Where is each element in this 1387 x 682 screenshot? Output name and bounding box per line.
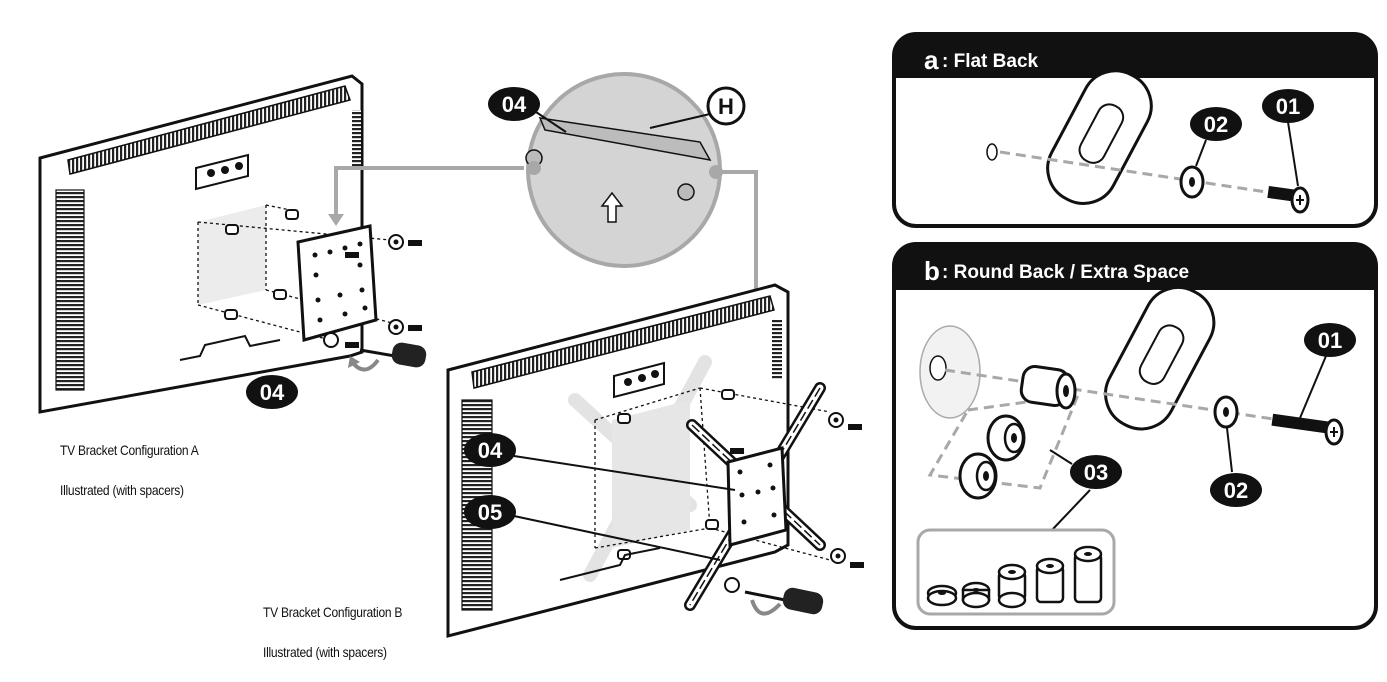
panel-a-letter: a — [924, 45, 939, 75]
panel-a-title: : Flat Back — [942, 51, 1039, 72]
callout-h: H — [649, 86, 746, 129]
spacer-icon — [958, 452, 998, 500]
rotation-arrow-icon — [750, 599, 782, 616]
svg-text:04: 04 — [260, 380, 285, 405]
callout-03: 03 — [1049, 449, 1122, 531]
callout-01-b: 01 — [1299, 323, 1356, 419]
installation-diagram: 04 04 H — [38, 32, 1378, 660]
svg-text:H: H — [718, 94, 734, 119]
callout-02-b: 02 — [1210, 427, 1262, 507]
tv-b-back — [446, 283, 831, 638]
caption-config-a: TV Bracket Configuration A Illustrated (… — [60, 420, 199, 520]
svg-text:03: 03 — [1084, 460, 1108, 485]
caption-config-b-line1: TV Bracket Configuration B — [263, 604, 403, 620]
spacer-icon — [1019, 365, 1077, 410]
up-arrow-icon — [600, 191, 624, 223]
callout-05: 05 — [464, 495, 721, 561]
screw-icon — [724, 412, 864, 593]
panel-b-round-back: b : Round Back / Extra Space — [892, 242, 1378, 630]
diagram-canvas: 04 04 H — [38, 32, 1378, 638]
svg-text:05: 05 — [478, 500, 502, 525]
panel-b-title: : Round Back / Extra Space — [942, 262, 1189, 283]
spacer-icon — [224, 209, 299, 320]
caption-config-a-line1: TV Bracket Configuration A — [60, 442, 199, 458]
screwdriver-icon — [359, 342, 427, 368]
spacer-kit — [916, 528, 1116, 616]
screw-icon — [1267, 185, 1310, 214]
svg-text:01: 01 — [1276, 94, 1300, 119]
callout-04-a: 04 — [246, 375, 298, 409]
svg-text:02: 02 — [1204, 112, 1228, 137]
bracket-plate-icon — [296, 224, 378, 342]
tv-a-connector-panel — [195, 153, 249, 191]
screwdriver-icon — [744, 587, 824, 615]
zoom-detail — [525, 72, 723, 268]
tv-a-back — [38, 74, 401, 414]
spacer-icon — [617, 389, 735, 560]
screw-icon — [1271, 413, 1344, 446]
svg-text:04: 04 — [478, 438, 503, 463]
tv-b-connector-panel — [613, 361, 665, 399]
panel-a-flat-back: a : Flat Back 02 01 — [892, 32, 1378, 228]
callout-04-zoom: 04 — [488, 87, 567, 133]
spacer-icon — [986, 414, 1026, 462]
panel-b-letter: b — [924, 256, 940, 286]
screw-icon — [323, 234, 422, 348]
caption-config-b-line2: Illustrated (with spacers) — [263, 644, 387, 660]
caption-config-b: TV Bracket Configuration B Illustrated (… — [263, 582, 402, 682]
svg-text:02: 02 — [1224, 478, 1248, 503]
callout-01-a: 01 — [1262, 89, 1314, 187]
callout-02-a: 02 — [1190, 107, 1242, 167]
svg-text:01: 01 — [1318, 328, 1342, 353]
bracket-plate-icon — [684, 382, 826, 611]
svg-text:04: 04 — [502, 92, 527, 117]
caption-config-a-line2: Illustrated (with spacers) — [60, 482, 184, 498]
callout-04-b: 04 — [464, 433, 736, 491]
